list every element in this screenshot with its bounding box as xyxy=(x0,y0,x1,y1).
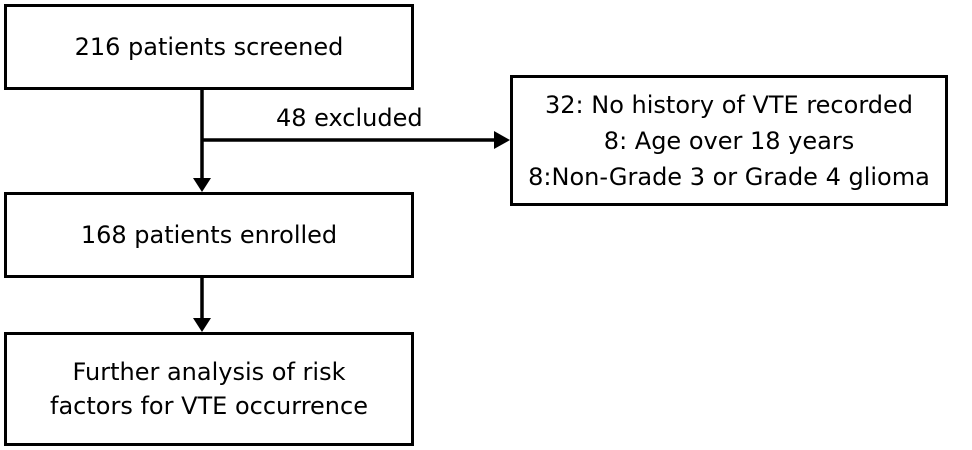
exclusion-reason: 8:Non-Grade 3 or Grade 4 glioma xyxy=(528,162,930,191)
exclusion-reason: 32: No history of VTE recorded xyxy=(545,90,913,119)
screened-box: 216 patients screened xyxy=(4,4,414,90)
excluded-label: 48 excluded xyxy=(276,104,423,132)
exclusion-reasons-box: 32: No history of VTE recorded 8: Age ov… xyxy=(510,75,948,206)
analysis-text-line: factors for VTE occurrence xyxy=(50,392,368,420)
arrowhead-to-analysis xyxy=(193,318,211,332)
arrowhead-to-enrolled xyxy=(193,178,211,192)
screened-text: 216 patients screened xyxy=(74,33,344,61)
analysis-box: Further analysis of risk factors for VTE… xyxy=(4,332,414,446)
enrolled-box: 168 patients enrolled xyxy=(4,192,414,278)
arrowhead-to-exclusions xyxy=(494,131,510,149)
analysis-text-line: Further analysis of risk xyxy=(72,358,346,386)
enrolled-text: 168 patients enrolled xyxy=(80,221,338,249)
exclusion-reason: 8: Age over 18 years xyxy=(603,126,855,155)
